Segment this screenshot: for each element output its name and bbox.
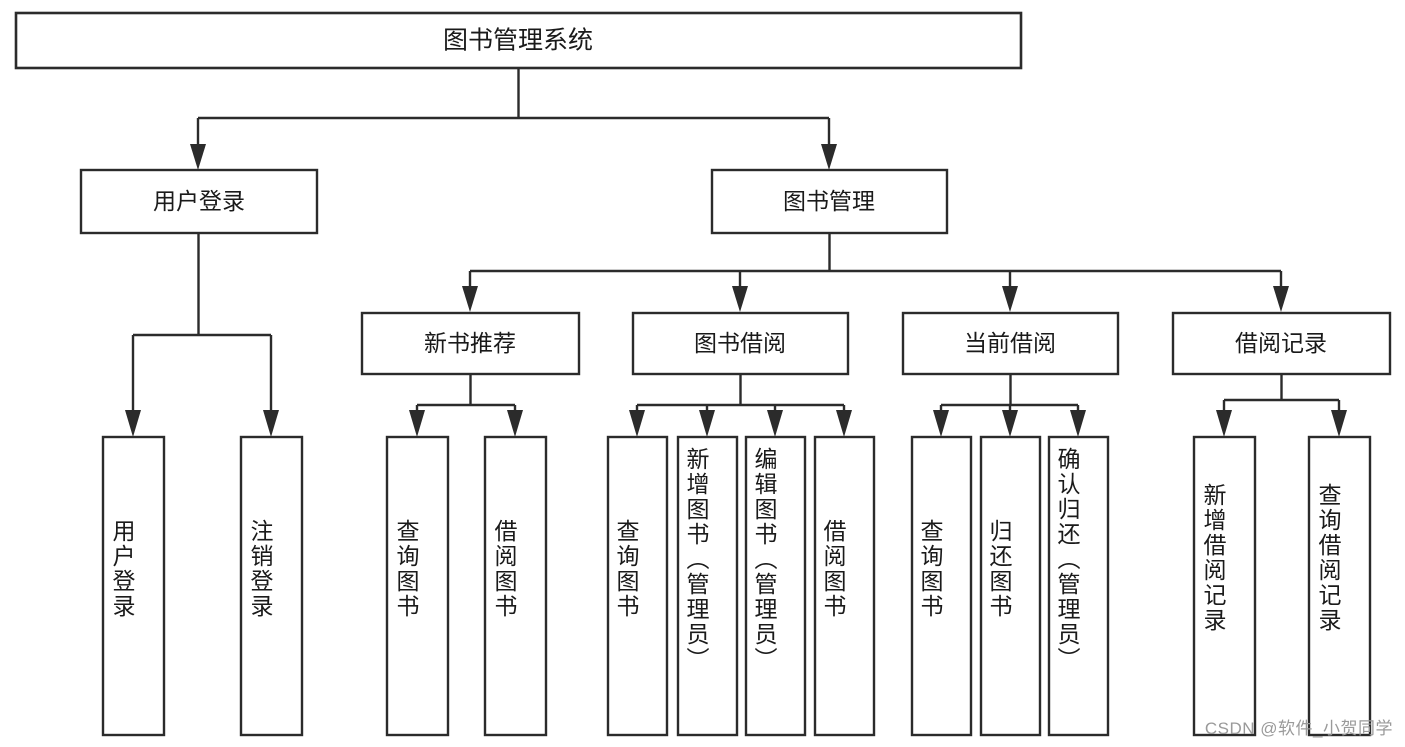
arrow-leaf-br-query bbox=[1331, 410, 1347, 437]
node-current-borrow[interactable] bbox=[901, 311, 1120, 376]
arrow-leaf-bb-edit bbox=[767, 410, 783, 437]
connectors-group bbox=[125, 68, 1347, 437]
node-book-borrow-label: 图书借阅 bbox=[694, 330, 786, 356]
node-root-label: 图书管理系统 bbox=[443, 27, 593, 55]
node-leaf-rec-borrow-label: 借阅图书 bbox=[491, 519, 517, 619]
arrow-current-borrow bbox=[1002, 286, 1018, 312]
node-new-book-rec[interactable] bbox=[360, 311, 581, 376]
node-borrow-record-label: 借阅记录 bbox=[1235, 330, 1327, 356]
node-leaf-bb-borrow[interactable] bbox=[813, 435, 876, 737]
node-leaf-cb-confirm-label: 确认归还（管理员） bbox=[1054, 447, 1080, 672]
arrow-borrow-record bbox=[1273, 286, 1289, 312]
node-leaf-br-add-label: 新增借阅记录 bbox=[1200, 483, 1226, 633]
arrow-new-book-rec bbox=[462, 286, 478, 312]
node-borrow-record[interactable] bbox=[1171, 311, 1392, 376]
node-leaf-cb-query[interactable] bbox=[910, 435, 973, 737]
arrow-leaf-cb-return bbox=[1002, 410, 1018, 437]
node-leaf-cb-return-label: 归还图书 bbox=[986, 519, 1012, 619]
node-leaf-rec-query[interactable] bbox=[385, 435, 450, 737]
node-leaf-bb-query-label: 查询图书 bbox=[613, 519, 639, 619]
arrow-leaf-bb-query bbox=[629, 410, 645, 437]
nodes-group bbox=[14, 11, 1392, 737]
arrow-book-borrow bbox=[732, 286, 748, 312]
node-leaf-br-query-label: 查询借阅记录 bbox=[1315, 483, 1341, 633]
arrow-leaf-rec-query bbox=[409, 410, 425, 437]
node-current-borrow-label: 当前借阅 bbox=[964, 330, 1056, 356]
node-leaf-bb-edit[interactable] bbox=[744, 435, 807, 737]
node-root[interactable] bbox=[14, 11, 1023, 70]
node-leaf-user-logout-label: 注销登录 bbox=[247, 519, 273, 619]
node-leaf-rec-query-label: 查询图书 bbox=[393, 519, 419, 619]
arrow-leaf-cb-query bbox=[933, 410, 949, 437]
node-leaf-bb-query[interactable] bbox=[606, 435, 669, 737]
node-leaf-bb-add-label: 新增图书（管理员） bbox=[683, 447, 709, 672]
arrow-user-login bbox=[190, 144, 206, 170]
node-leaf-rec-borrow[interactable] bbox=[483, 435, 548, 737]
arrow-leaf-user-logout bbox=[263, 410, 279, 437]
node-leaf-cb-return[interactable] bbox=[979, 435, 1042, 737]
node-leaf-user-logout[interactable] bbox=[239, 435, 304, 737]
arrow-leaf-rec-borrow bbox=[507, 410, 523, 437]
node-leaf-cb-confirm[interactable] bbox=[1047, 435, 1110, 737]
node-book-borrow[interactable] bbox=[631, 311, 850, 376]
arrow-leaf-br-add bbox=[1216, 410, 1232, 437]
node-book-mgmt-label: 图书管理 bbox=[783, 188, 875, 214]
arrow-leaf-bb-add bbox=[699, 410, 715, 437]
node-user-login[interactable] bbox=[79, 168, 319, 235]
node-new-book-rec-label: 新书推荐 bbox=[424, 330, 516, 356]
arrow-leaf-bb-borrow bbox=[836, 410, 852, 437]
node-leaf-br-query[interactable] bbox=[1307, 435, 1372, 737]
arrow-leaf-user-login bbox=[125, 410, 141, 437]
node-leaf-bb-add[interactable] bbox=[676, 435, 739, 737]
node-book-mgmt[interactable] bbox=[710, 168, 949, 235]
node-user-login-label: 用户登录 bbox=[153, 188, 245, 214]
horizontal-labels-group: 图书管理系统 用户登录 图书管理 新书推荐 图书借阅 当前借阅 借阅记录 bbox=[153, 27, 1327, 356]
node-leaf-user-login-label: 用户登录 bbox=[109, 519, 135, 619]
node-leaf-br-add[interactable] bbox=[1192, 435, 1257, 737]
arrow-leaf-cb-confirm bbox=[1070, 410, 1086, 437]
node-leaf-bb-borrow-label: 借阅图书 bbox=[820, 519, 846, 619]
node-leaf-user-login[interactable] bbox=[101, 435, 166, 737]
node-leaf-bb-edit-label: 编辑图书（管理员） bbox=[751, 447, 777, 672]
node-leaf-cb-query-label: 查询图书 bbox=[917, 519, 943, 619]
arrow-book-mgmt bbox=[821, 144, 837, 170]
